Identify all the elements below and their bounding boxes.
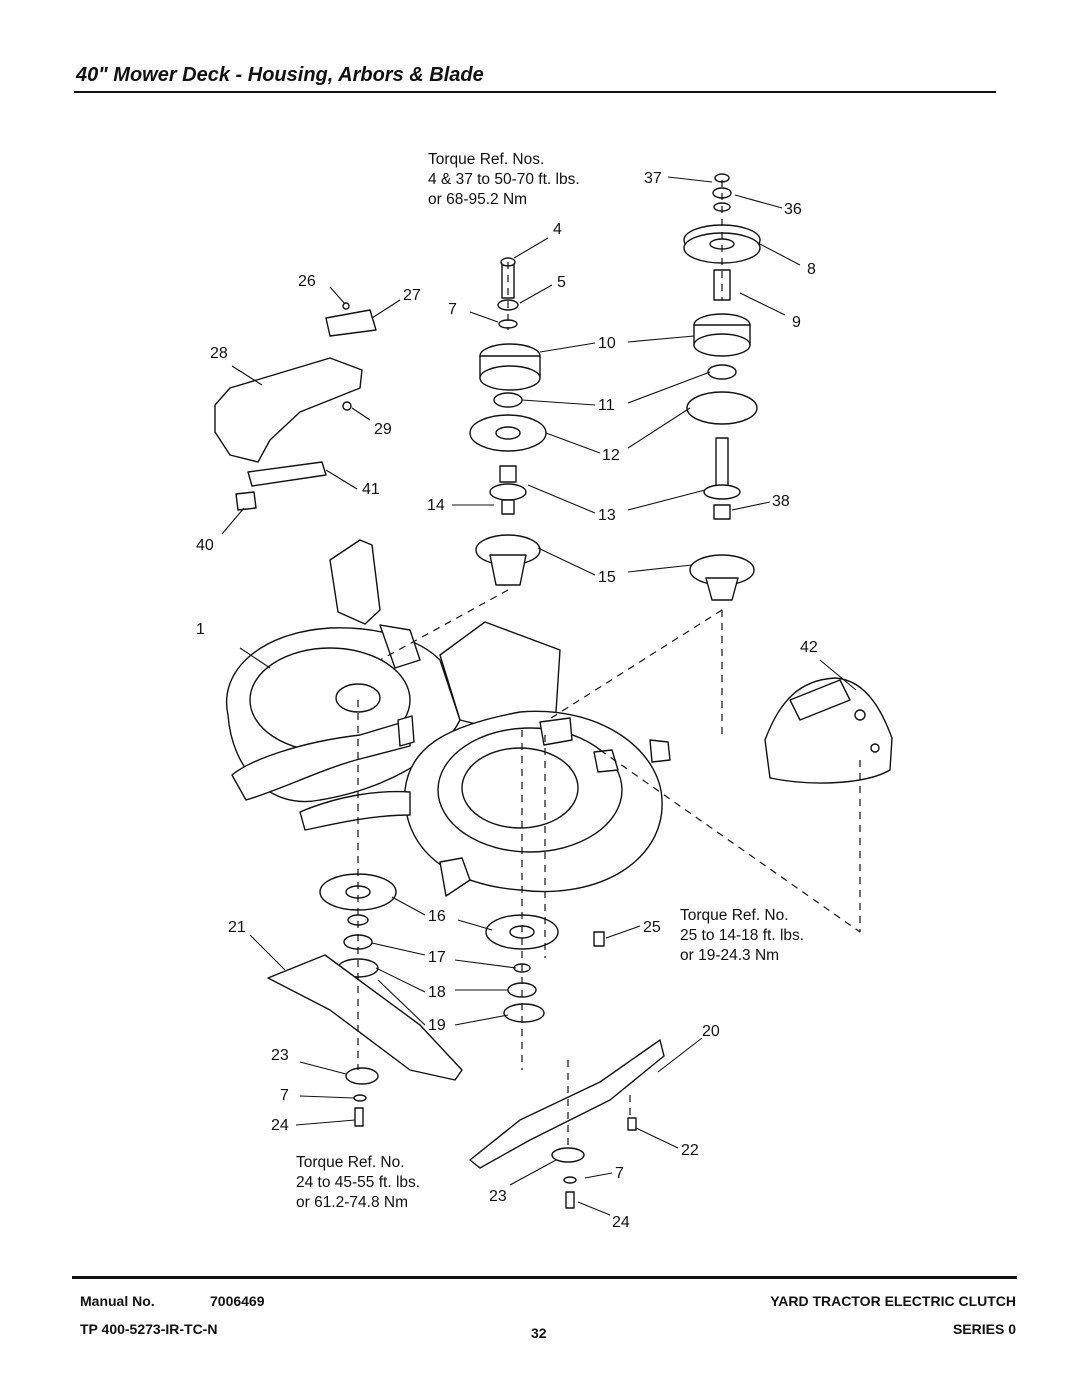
- callout-36: 36: [784, 201, 802, 218]
- callout-41: 41: [362, 481, 380, 498]
- arbor-right-stack: [683, 173, 761, 601]
- tp-number: TP 400-5273-IR-TC-N: [80, 1321, 218, 1337]
- callout-15: 15: [598, 569, 616, 586]
- torque-note-line: or 61.2-74.8 Nm: [296, 1194, 408, 1211]
- torque-note-line: Torque Ref. No.: [680, 907, 789, 924]
- lower-right-spindle: [469, 914, 665, 1209]
- footer-rule: [72, 1276, 1017, 1279]
- torque-note-line: Torque Ref. Nos.: [428, 151, 545, 168]
- callout-4: 4: [553, 221, 562, 238]
- callout-26: 26: [298, 273, 316, 290]
- callout-24-right: 24: [612, 1214, 630, 1231]
- callout-12: 12: [602, 447, 620, 464]
- callout-7-left: 7: [280, 1087, 289, 1104]
- callout-16: 16: [428, 908, 446, 925]
- title-rule: [74, 91, 996, 93]
- torque-note-24: Torque Ref. No. 24 to 45-55 ft. lbs. or …: [296, 1153, 420, 1213]
- deck-housing-part-1: [225, 539, 671, 897]
- callout-24: 24: [271, 1117, 289, 1134]
- callout-13: 13: [598, 507, 616, 524]
- leader-lines: [221, 176, 857, 1216]
- alignment-lines: [357, 180, 861, 1150]
- callout-18: 18: [428, 984, 446, 1001]
- torque-note-line: 24 to 45-55 ft. lbs.: [296, 1174, 421, 1191]
- torque-note-line: 4 & 37 to 50-70 ft. lbs.: [428, 171, 580, 188]
- callout-42: 42: [800, 639, 818, 656]
- manual-number: 7006469: [210, 1293, 265, 1309]
- callout-23: 23: [271, 1047, 289, 1064]
- callout-19: 19: [428, 1017, 446, 1034]
- torque-note-25: Torque Ref. No. 25 to 14-18 ft. lbs. or …: [680, 906, 804, 966]
- arbor-left-stack: [469, 257, 547, 586]
- belt-guard-part-28: [214, 302, 377, 511]
- callout-38: 38: [772, 493, 790, 510]
- discharge-cover-part-42: [764, 677, 893, 784]
- page-number: 32: [531, 1325, 547, 1341]
- callout-7-right: 7: [615, 1165, 624, 1182]
- torque-note-4-37: Torque Ref. Nos. 4 & 37 to 50-70 ft. lbs…: [428, 150, 580, 210]
- manual-label: Manual No.: [80, 1293, 155, 1309]
- callout-28: 28: [210, 345, 228, 362]
- torque-note-line: or 68-95.2 Nm: [428, 191, 528, 208]
- torque-note-line: 25 to 14-18 ft. lbs.: [680, 927, 805, 944]
- callout-7: 7: [448, 301, 457, 318]
- product-name: YARD TRACTOR ELECTRIC CLUTCH: [770, 1293, 1016, 1309]
- callout-8: 8: [807, 261, 816, 278]
- torque-note-line: or 19-24.3 Nm: [680, 947, 780, 964]
- callout-29: 29: [374, 421, 392, 438]
- callout-numbers: 37 36 4 5 8 7 9 26 27 28 10 11 29 12 41 …: [196, 170, 818, 1231]
- callout-40: 40: [196, 537, 214, 554]
- callout-21: 21: [228, 919, 246, 936]
- callout-10: 10: [598, 335, 616, 352]
- callout-23-right: 23: [489, 1188, 507, 1205]
- callout-27: 27: [403, 287, 421, 304]
- callout-20: 20: [702, 1023, 720, 1040]
- callout-25: 25: [643, 919, 661, 936]
- callout-1: 1: [196, 621, 205, 638]
- callout-37: 37: [644, 170, 662, 187]
- page-title: 40" Mower Deck - Housing, Arbors & Blade: [76, 64, 484, 86]
- callout-17: 17: [428, 949, 446, 966]
- callout-5: 5: [557, 274, 566, 291]
- callout-9: 9: [792, 314, 801, 331]
- torque-note-line: Torque Ref. No.: [296, 1154, 405, 1171]
- series-label: SERIES 0: [952, 1321, 1016, 1337]
- callout-22: 22: [681, 1142, 699, 1159]
- callout-11: 11: [598, 397, 615, 414]
- callout-14: 14: [427, 497, 445, 514]
